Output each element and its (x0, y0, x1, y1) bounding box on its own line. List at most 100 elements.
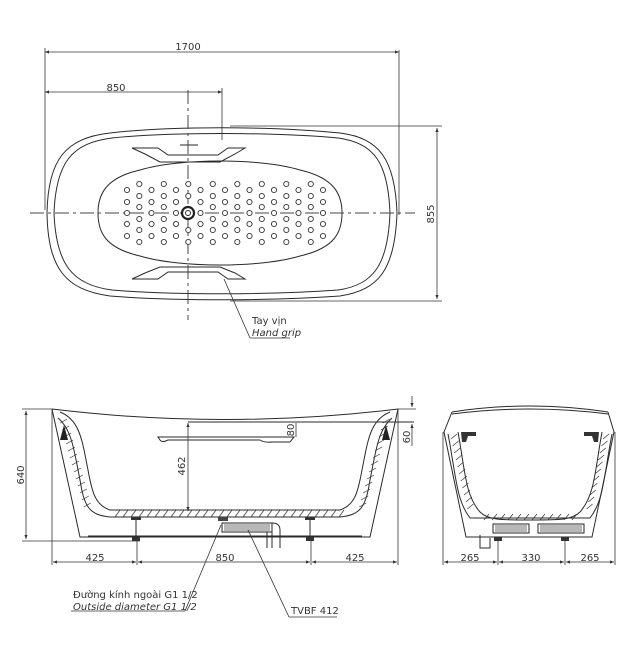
massage-hole (283, 180, 290, 188)
end-inner-shell-b (447, 433, 613, 519)
side-inner-shell-a (59, 411, 391, 511)
hatch-line (71, 460, 80, 466)
hatch-line (60, 418, 68, 424)
massage-hole (197, 232, 204, 240)
massage-hole (258, 238, 265, 246)
hatch-line (589, 489, 597, 496)
dimension-265-left: 265 (460, 553, 479, 564)
hatch-line (370, 460, 379, 466)
hatch-line (592, 475, 600, 482)
hatch-line (571, 513, 578, 521)
hatch-line (463, 489, 471, 496)
massage-hole (283, 226, 290, 234)
hatch-line (77, 481, 86, 487)
side-wall-hatching (60, 418, 390, 518)
massage-hole (136, 215, 143, 223)
massage-hole (136, 238, 143, 246)
massage-hole (295, 198, 302, 206)
side-foot-left (131, 517, 141, 541)
massage-hole (307, 192, 314, 200)
hatch-line (462, 482, 469, 489)
massage-hole (185, 226, 192, 234)
massage-hole (307, 203, 314, 211)
hatch-line (454, 447, 461, 454)
hatch-line (218, 509, 225, 518)
massage-hole (123, 209, 131, 217)
hatch-line (202, 509, 209, 518)
hatch-line (483, 513, 490, 521)
hatch-line (465, 496, 472, 503)
hatch-line (298, 509, 305, 518)
hatch-line (330, 509, 337, 518)
hatch-line (539, 513, 546, 521)
massage-hole (123, 232, 131, 240)
hatch-line (73, 467, 82, 473)
massage-hole (270, 198, 278, 206)
massage-hole (209, 203, 216, 211)
massage-hole (209, 180, 216, 188)
end-drain-pipe (479, 535, 491, 549)
massage-hole (295, 209, 302, 217)
hatch-line (79, 488, 88, 494)
massage-hole (246, 232, 253, 240)
massage-hole (148, 232, 155, 240)
hand-grip-top (131, 147, 247, 163)
massage-hole (246, 209, 253, 217)
end-foot-right (561, 537, 569, 541)
side-rim-top (51, 408, 399, 420)
end-inner-shell (457, 431, 603, 521)
massage-hole (148, 186, 155, 194)
massage-hole (246, 198, 253, 206)
hatch-line (314, 509, 321, 518)
hatch-line (65, 439, 74, 445)
hatch-line (306, 509, 313, 518)
massage-hole (209, 215, 216, 223)
callout-waste-model: TVBF 412 (290, 606, 339, 617)
massage-hole (123, 198, 131, 206)
massage-hole (136, 226, 143, 234)
hatch-line (491, 513, 498, 521)
hatch-line (599, 447, 606, 454)
hatch-line (555, 513, 562, 521)
massage-hole (172, 232, 180, 240)
end-wall-hatching (450, 433, 610, 521)
massage-hole (270, 186, 278, 194)
hatch-line (362, 488, 371, 494)
hatch-line (467, 503, 474, 510)
top-view: 1700 850 855 Tay vịn Hand grip (30, 42, 442, 339)
hatch-line (523, 513, 530, 521)
massage-hole (221, 220, 229, 228)
hatch-line (372, 453, 381, 459)
hatch-line (130, 509, 137, 518)
callout-hand-grip-en: Hand grip (252, 328, 301, 339)
massage-hole (258, 215, 265, 223)
massage-hole (221, 209, 229, 217)
hatch-line (368, 467, 377, 473)
massage-hole (136, 203, 143, 211)
end-rim-top-inner (451, 408, 609, 415)
side-foot-right (305, 517, 315, 541)
hatch-line (531, 513, 538, 521)
massage-hole (160, 226, 167, 234)
massage-hole (270, 220, 278, 228)
massage-hole (197, 186, 204, 194)
callout-leader-hand-grip (223, 278, 251, 339)
callout-leader-drain (184, 524, 222, 612)
massage-hole (319, 198, 327, 206)
end-rim-top (451, 405, 609, 413)
dimension-330: 330 (521, 553, 540, 564)
dimension-855: 855 (426, 204, 437, 223)
hatch-line (266, 509, 273, 518)
hatch-line (81, 495, 89, 501)
end-grip-right (584, 432, 599, 442)
massage-hole (160, 215, 167, 223)
hand-grip-bottom (131, 266, 247, 280)
hatch-line (380, 425, 388, 431)
hatch-line (250, 509, 257, 518)
hatch-line (547, 513, 554, 521)
massage-hole (270, 209, 278, 217)
hatch-line (170, 509, 177, 518)
hatch-line (338, 509, 345, 518)
massage-hole (197, 198, 204, 206)
hatch-line (594, 468, 602, 475)
